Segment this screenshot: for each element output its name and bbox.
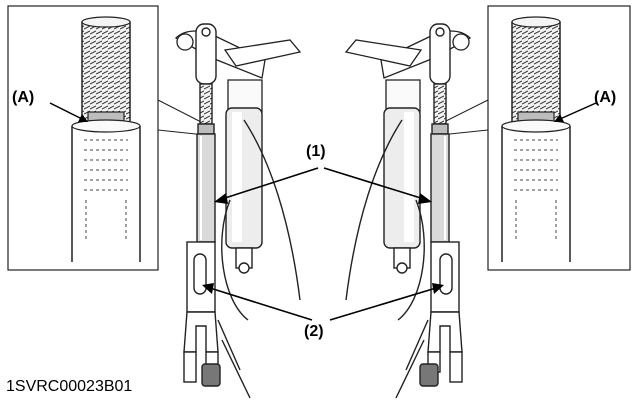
- callout-1-arrows: [214, 167, 432, 204]
- callout-1-label: (1): [306, 143, 326, 160]
- left-detail-inset: [7, 5, 159, 271]
- left-hydraulic-cylinder: [221, 107, 301, 321]
- right-detail-inset: [487, 5, 631, 271]
- callout-2-arrows: [202, 283, 444, 321]
- left-lift-rod: [183, 23, 251, 399]
- right-lift-rod: [395, 23, 463, 399]
- callout-a-right-label: (A): [594, 89, 617, 106]
- figure-code: 1SVRC00023B01: [6, 378, 133, 395]
- lift-arm-frame: [174, 30, 472, 113]
- callout-a-left-label: (A): [12, 89, 35, 106]
- callout-2-label: (2): [304, 323, 324, 340]
- right-hydraulic-cylinder: [345, 107, 425, 321]
